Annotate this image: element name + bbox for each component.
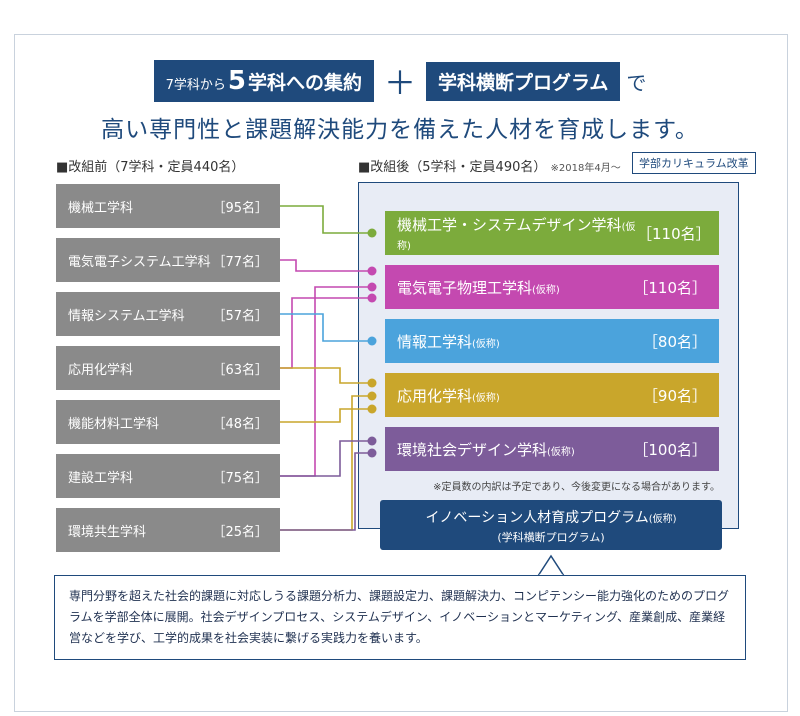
connector-elec-c <box>280 286 372 477</box>
old-dept-construction: 建設工学科［75名］ <box>56 454 280 498</box>
curriculum-reform-badge: 学部カリキュラム改革 <box>632 152 756 174</box>
new-dept-information: 情報工学科(仮称)［80名］ <box>385 319 719 363</box>
program-description: 専門分野を超えた社会的課題に対応しうる課題分析力、課題設定力、課題解決力、コンピ… <box>54 575 746 660</box>
connector-dot-elec-3 <box>367 293 377 303</box>
innovation-program-box: イノベーション人材育成プログラム(仮称) (学科横断プログラム) <box>380 500 722 550</box>
plus-sign: ＋ <box>383 64 416 102</box>
connector-mech <box>280 205 372 234</box>
connector-dot-elec-2 <box>367 282 377 292</box>
old-dept-environment: 環境共生学科［25名］ <box>56 508 280 552</box>
old-dept-applied-chem: 応用化学科［63名］ <box>56 346 280 390</box>
new-dept-applied-chem: 応用化学科(仮称)［90名］ <box>385 373 719 417</box>
old-dept-mechanical: 機械工学科［95名］ <box>56 184 280 228</box>
capacity-note: ※定員数の内訳は予定であり、今後変更になる場合があります。 <box>433 482 720 493</box>
headline-de: で <box>626 70 647 95</box>
new-dept-env-social-design: 環境社会デザイン学科(仮称)［100名］ <box>385 427 719 471</box>
connector-dot-chem-1 <box>367 378 377 388</box>
new-dept-electrical-physics: 電気電子物理工学科(仮称)［110名］ <box>385 265 719 309</box>
connector-dot-env-1 <box>367 436 377 446</box>
before-label: ■改組前（7学科・定員440名） <box>56 160 245 175</box>
connector-info <box>280 313 372 342</box>
connector-elec-a <box>280 259 372 272</box>
old-dept-info-systems: 情報システム工学科［57名］ <box>56 292 280 336</box>
headline-tag-program: 学科横断プログラム <box>425 61 621 101</box>
old-dept-functional-materials: 機能材料工学科［48名］ <box>56 400 280 444</box>
connector-env-a <box>280 440 372 477</box>
connector-chem-c <box>280 395 372 531</box>
connector-dot-env-2 <box>367 448 377 458</box>
connector-chem-b <box>280 408 372 423</box>
connector-dot-chem-3 <box>367 404 377 414</box>
connector-elec-b <box>280 297 372 369</box>
connector-dot-mech <box>367 228 377 238</box>
connector-dot-elec-1 <box>367 266 377 276</box>
connector-dot-info <box>367 336 377 346</box>
callout-pointer <box>536 554 566 577</box>
connector-chem-a <box>280 367 372 384</box>
old-dept-electrical: 電気電子システム工学科［77名］ <box>56 238 280 282</box>
subheadline: 高い専門性と課題解決能力を備えた人材を育成します。 <box>101 117 699 143</box>
program-subtitle: (学科横断プログラム) <box>497 531 605 544</box>
connector-env-b <box>280 452 372 531</box>
program-title: イノベーション人材育成プログラム(仮称) <box>425 510 677 526</box>
connector-dot-chem-2 <box>367 391 377 401</box>
date-note: ※2018年4月〜 <box>550 163 621 174</box>
new-dept-mechanical-systems: 機械工学・システムデザイン学科(仮称)［110名］ <box>385 211 719 255</box>
after-label: ■改組後（5学科・定員490名） ※2018年4月〜 <box>358 160 621 175</box>
